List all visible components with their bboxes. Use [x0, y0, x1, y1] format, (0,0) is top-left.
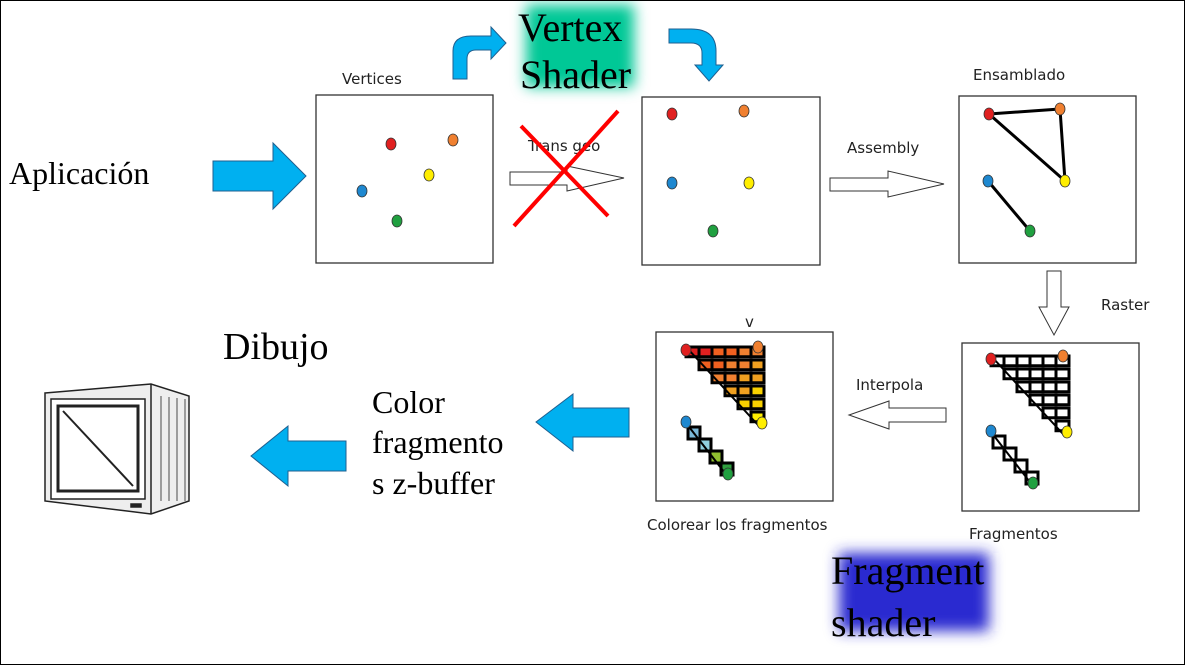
arrow-left-icon — [250, 424, 347, 488]
fragment-shader-line2: shader — [831, 600, 935, 645]
fragment-cell — [697, 345, 714, 359]
vertices-box — [315, 94, 494, 264]
vertex-dot — [1027, 476, 1039, 490]
vertex-shader-line2: Shader — [520, 52, 631, 97]
fragment-cell — [736, 358, 753, 372]
vertex-dot — [680, 343, 692, 357]
assembled-primitives — [982, 102, 1071, 238]
vertex-dot — [1057, 349, 1069, 363]
fragment-cell — [1015, 354, 1032, 368]
fragment-cell — [1054, 367, 1071, 381]
fragment-cell — [1054, 393, 1071, 407]
fragment-cell — [749, 397, 766, 411]
curved-arrow-up-icon — [452, 25, 507, 80]
monitor-icon — [44, 383, 190, 515]
vertex-orange — [447, 133, 459, 147]
fragment-cell — [723, 345, 740, 359]
fragment-cell — [1028, 380, 1045, 394]
fragment-shader-line1: Fragment — [831, 548, 984, 593]
fragmentos-label: Fragmentos — [969, 525, 1058, 543]
assembly-label: Assembly — [847, 139, 919, 157]
vertex-dot — [985, 424, 997, 438]
cross-out-icon — [512, 109, 620, 228]
small-mark: v — [745, 313, 754, 331]
fragment-grid — [985, 349, 1073, 490]
vertex-dot — [722, 467, 734, 481]
raster-label: Raster — [1101, 296, 1150, 314]
curved-arrow-down-icon — [668, 28, 725, 82]
fragment-cell — [1015, 367, 1032, 381]
fragment-cell — [1054, 380, 1071, 394]
fragment-cell — [749, 358, 766, 372]
ensamblado-label: Ensamblado — [973, 66, 1065, 84]
fragment-cell — [710, 358, 727, 372]
arrow-right-icon — [212, 141, 307, 211]
transformed-dots — [666, 104, 755, 238]
vertex-green — [391, 214, 403, 228]
interpola-label: Interpola — [856, 376, 923, 394]
fragment-cell — [1041, 367, 1058, 381]
colorear-label: Colorear los fragmentos — [647, 516, 828, 534]
vertex-dot — [1061, 425, 1073, 439]
fragment-cell — [1041, 380, 1058, 394]
outline-arrow-down-icon — [1038, 270, 1070, 337]
fragment-cell — [1041, 354, 1058, 368]
colored-fragment-grid — [680, 340, 768, 481]
fragment-cell — [1054, 406, 1071, 420]
outline-arrow-left-icon — [847, 400, 947, 430]
dibujo-label: Dibujo — [223, 326, 329, 368]
fragment-cell — [736, 384, 753, 398]
vertex-shader-line1: Vertex — [518, 5, 622, 50]
fragment-cell — [736, 345, 753, 359]
vertices-dots — [356, 133, 459, 228]
fragment-cell — [736, 397, 753, 411]
arrow-left-icon — [535, 392, 630, 453]
vertex-red — [385, 137, 397, 151]
color-zbuffer-line3: s z-buffer — [372, 465, 495, 501]
fragment-shader-highlight — [839, 553, 989, 631]
fragment-cell — [723, 358, 740, 372]
outline-arrow-right-icon — [829, 170, 945, 198]
vertices-label: Vertices — [342, 70, 402, 88]
fragment-cell — [1002, 354, 1019, 368]
fragment-cell — [1041, 393, 1058, 407]
vertex-dot — [985, 352, 997, 366]
fragment-cell — [1028, 354, 1045, 368]
vertex-dot — [756, 416, 768, 430]
aplicacion-label: Aplicación — [9, 155, 149, 191]
fragment-cell — [1028, 367, 1045, 381]
fragment-cell — [723, 371, 740, 385]
color-zbuffer-line2: fragmento — [372, 424, 504, 460]
fragment-cell — [749, 384, 766, 398]
fragment-cell — [1041, 406, 1058, 420]
vertex-dot — [680, 415, 692, 429]
fragment-cell — [736, 371, 753, 385]
fragment-cell — [710, 345, 727, 359]
fragment-cell — [749, 371, 766, 385]
vertex-dot — [752, 340, 764, 354]
vertex-yellow — [423, 168, 435, 182]
color-zbuffer-line1: Color — [372, 384, 445, 420]
vertex-shader-highlight — [526, 5, 634, 87]
vertex-blue — [356, 184, 368, 198]
